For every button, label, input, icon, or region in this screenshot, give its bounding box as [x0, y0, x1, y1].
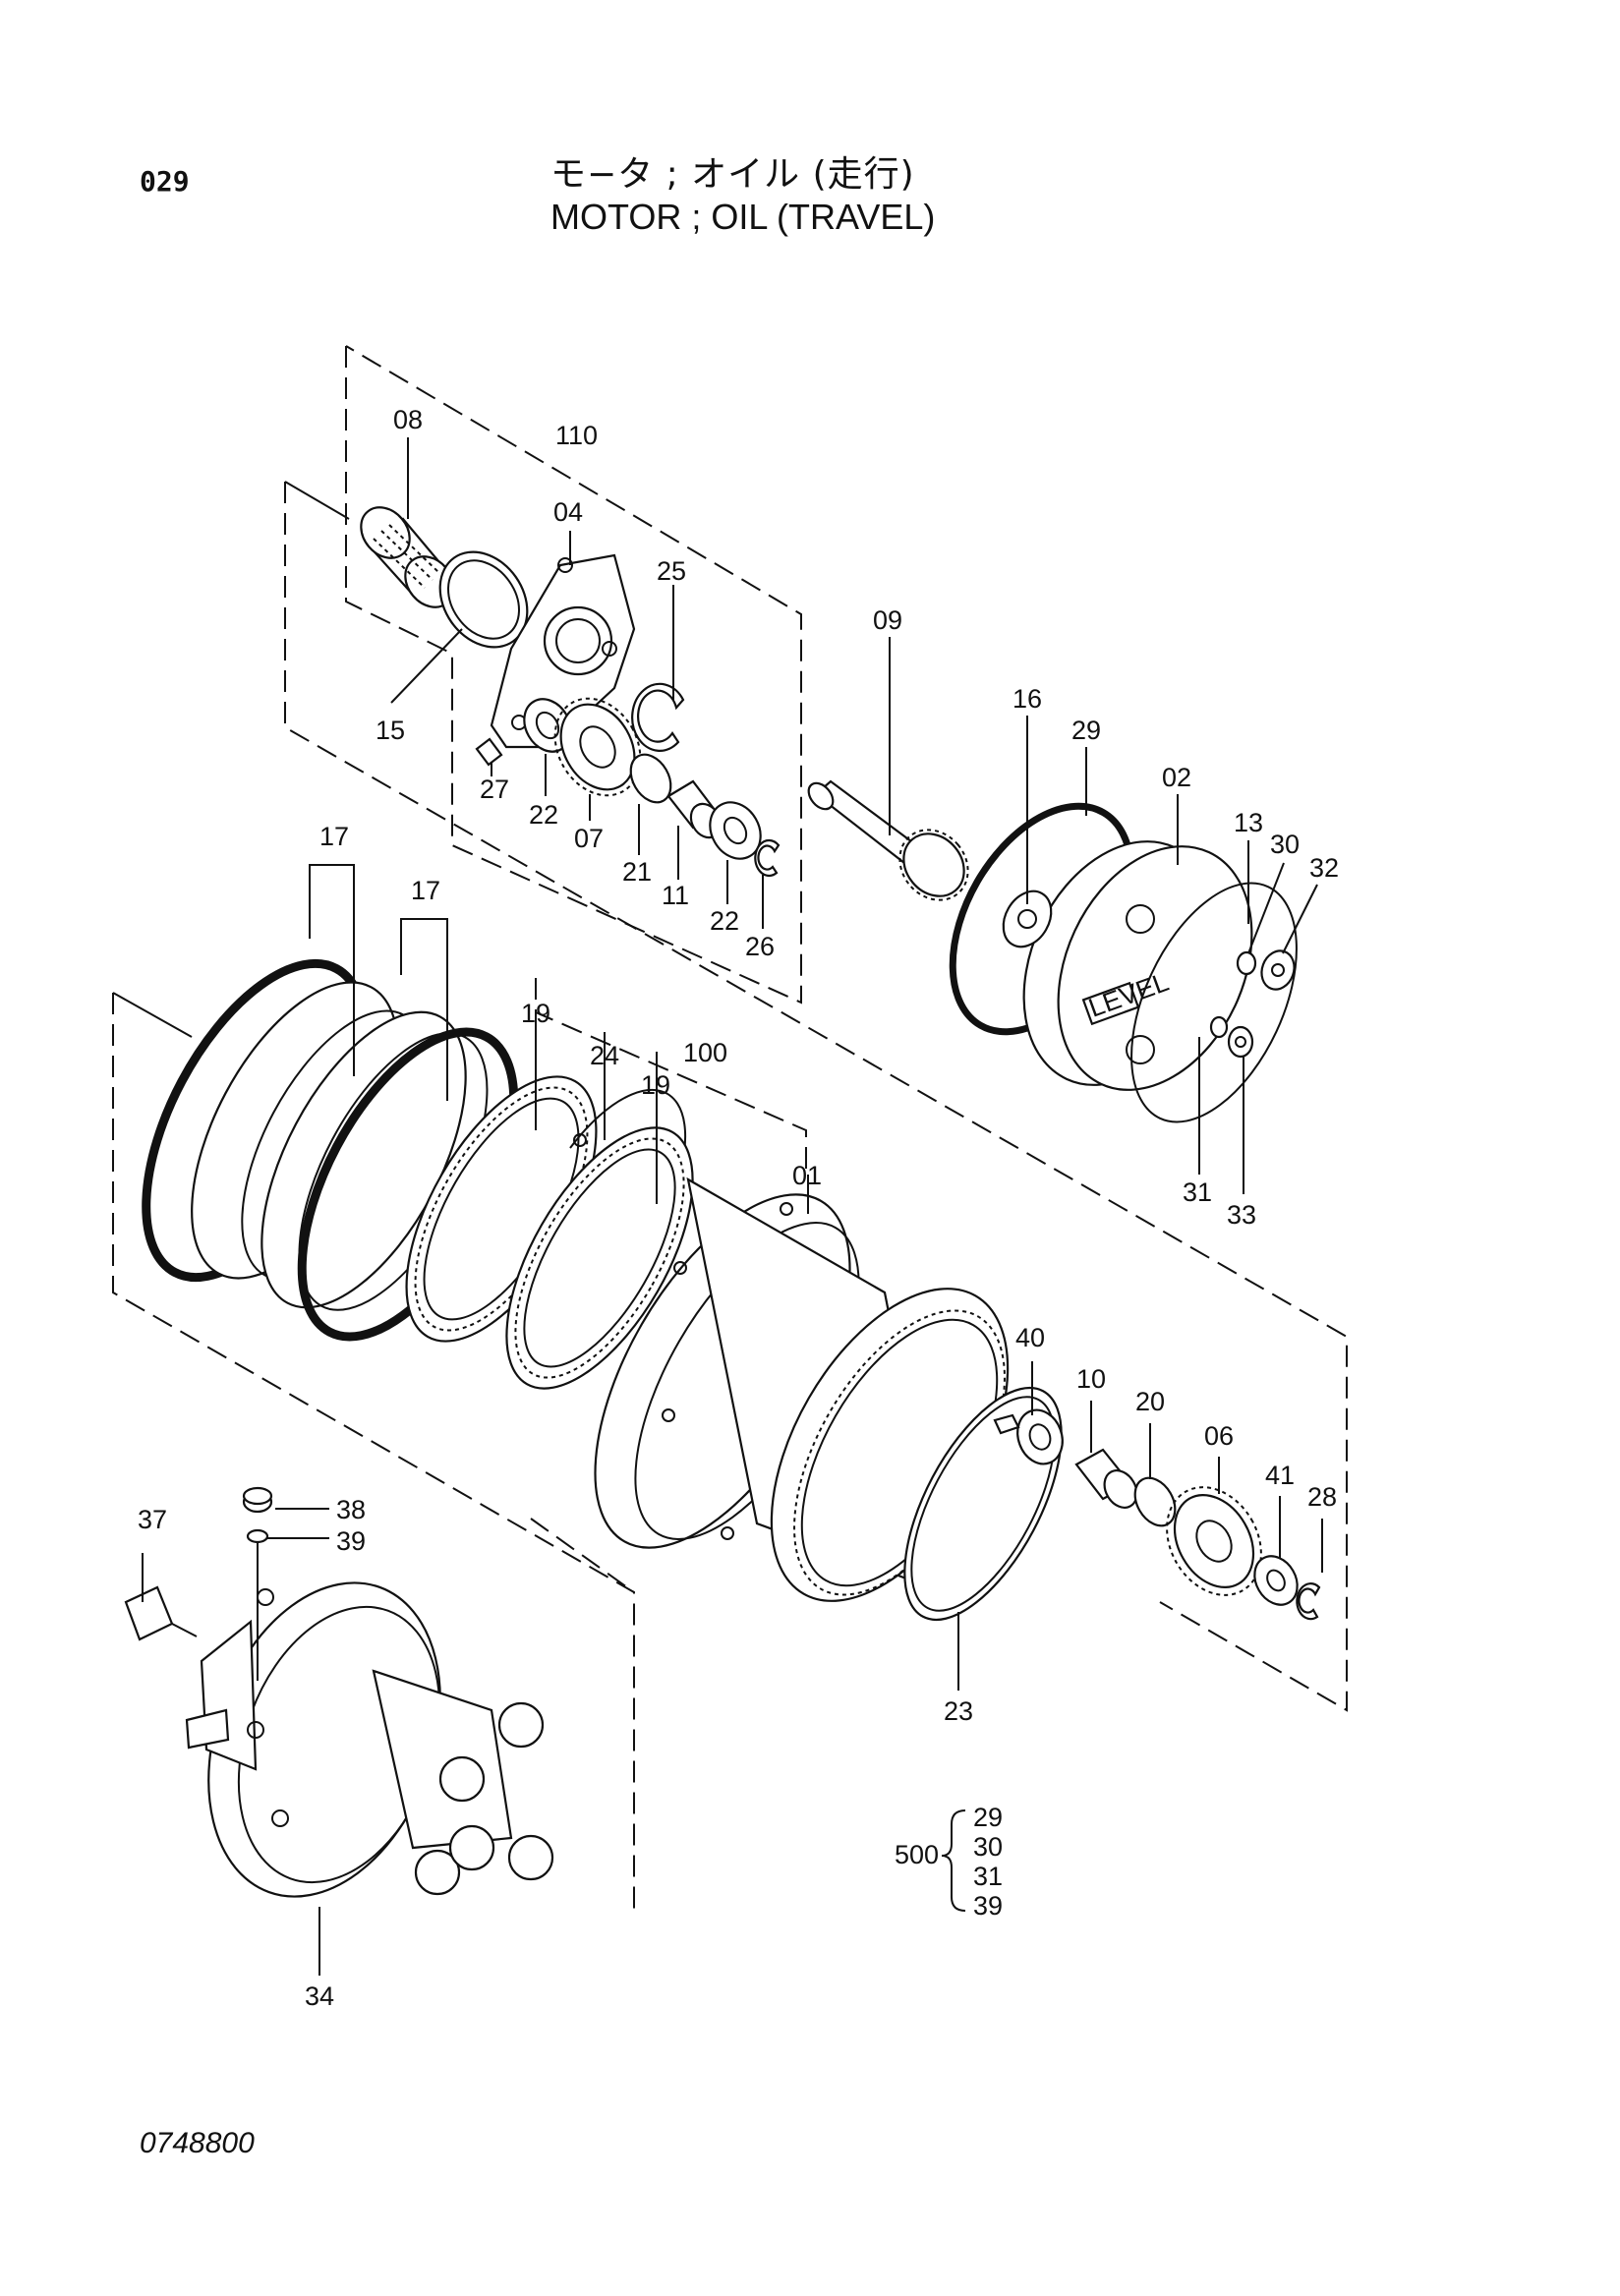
- main-outline-lower: [112, 993, 635, 1917]
- callout-39: 39: [336, 1526, 366, 1556]
- callout-15: 15: [376, 716, 405, 745]
- kit-number: 500: [895, 1840, 939, 1869]
- part-19-angular-bearing-b: [505, 1126, 694, 1390]
- callout-19-a: 19: [521, 999, 550, 1028]
- callout-26: 26: [745, 932, 775, 961]
- main-outline-upper: [284, 482, 1348, 1712]
- part-26-snap-ring: [754, 838, 781, 878]
- part-16-plug: [1002, 890, 1053, 948]
- callout-02: 02: [1162, 763, 1191, 792]
- callout-04: 04: [553, 497, 583, 527]
- part-10-bushing: [1074, 1448, 1138, 1509]
- callout-17-b: 17: [411, 876, 440, 905]
- callout-01: 01: [792, 1161, 822, 1190]
- callout-32: 32: [1309, 853, 1339, 883]
- part-40-thrust-washer: [993, 1408, 1064, 1465]
- leader-lines: [142, 437, 1323, 1976]
- part-41-thrust-washer: [1253, 1555, 1299, 1606]
- callout-34: 34: [305, 1981, 334, 2011]
- group-110-outline: [345, 345, 802, 1004]
- callout-19-b: 19: [641, 1070, 670, 1100]
- callout-13: 13: [1234, 808, 1263, 837]
- part-09-sun-shaft: [807, 779, 969, 901]
- page-number: 029: [140, 165, 190, 198]
- part-22-thrust-washer-b: [709, 801, 762, 860]
- callout-17-a: 17: [319, 822, 349, 851]
- callout-07: 07: [574, 824, 604, 853]
- callout-11: 11: [662, 881, 689, 910]
- callout-33: 33: [1227, 1200, 1256, 1230]
- callout-22-lower: 22: [710, 906, 739, 936]
- part-28-snap-ring: [1296, 1582, 1321, 1621]
- callout-29: 29: [1071, 716, 1101, 745]
- part-21-needle-bearing: [629, 753, 672, 804]
- part-06-planet-gear: [1166, 1486, 1262, 1596]
- callout-22-upper: 22: [529, 800, 558, 830]
- callout-24: 24: [590, 1041, 619, 1070]
- callout-30: 30: [1270, 830, 1300, 859]
- title-japanese: モ−タ ; オイル (走行): [550, 154, 915, 195]
- part-33-plug: [1227, 1025, 1254, 1059]
- callout-09: 09: [873, 605, 902, 635]
- kit-item-3: 31: [973, 1862, 1003, 1891]
- callout-10: 10: [1076, 1364, 1106, 1394]
- part-25-snap-ring: [631, 682, 685, 752]
- group-100-outline: [535, 978, 807, 1175]
- callout-08: 08: [393, 405, 423, 434]
- part-04-carrier-plate: [490, 553, 636, 749]
- part-39-o-ring: [246, 1528, 269, 1544]
- callout-38: 38: [336, 1495, 366, 1524]
- kit-item-2: 30: [973, 1832, 1003, 1862]
- part-27-pin: [475, 737, 503, 767]
- kit-item-4: 39: [973, 1891, 1003, 1921]
- part-31-o-ring: [1209, 1015, 1229, 1039]
- callout-40: 40: [1015, 1323, 1045, 1352]
- callout-labels: 08 110 04 25 15 27 22 07 21 11 22 26 09 …: [138, 405, 1339, 2011]
- title-english: MOTOR ; OIL (TRAVEL): [550, 197, 936, 237]
- callout-21: 21: [622, 857, 652, 887]
- drawing-number: 0748800: [140, 2127, 255, 2159]
- callout-20: 20: [1135, 1387, 1165, 1416]
- callout-37: 37: [138, 1505, 167, 1534]
- callout-25: 25: [657, 556, 686, 586]
- kit-item-1: 29: [973, 1803, 1003, 1832]
- callout-06: 06: [1204, 1421, 1234, 1451]
- callout-16: 16: [1012, 684, 1042, 714]
- callout-41: 41: [1265, 1461, 1295, 1490]
- kit-500-bracket: 500 29 30 31 39: [895, 1803, 1003, 1921]
- part-13-o-ring: [1130, 882, 1298, 1123]
- callout-23: 23: [944, 1696, 973, 1726]
- part-37-name-plate: [124, 1585, 174, 1641]
- part-07-planet-gear: [553, 697, 642, 797]
- part-34-travel-motor-assembly: [185, 1581, 554, 1898]
- part-30-o-ring: [1236, 950, 1257, 976]
- callout-28: 28: [1307, 1482, 1337, 1512]
- callout-31: 31: [1183, 1177, 1212, 1207]
- callout-27: 27: [480, 775, 509, 804]
- part-38-plug: [242, 1486, 273, 1514]
- callout-100: 100: [683, 1038, 727, 1067]
- callout-110: 110: [555, 421, 598, 450]
